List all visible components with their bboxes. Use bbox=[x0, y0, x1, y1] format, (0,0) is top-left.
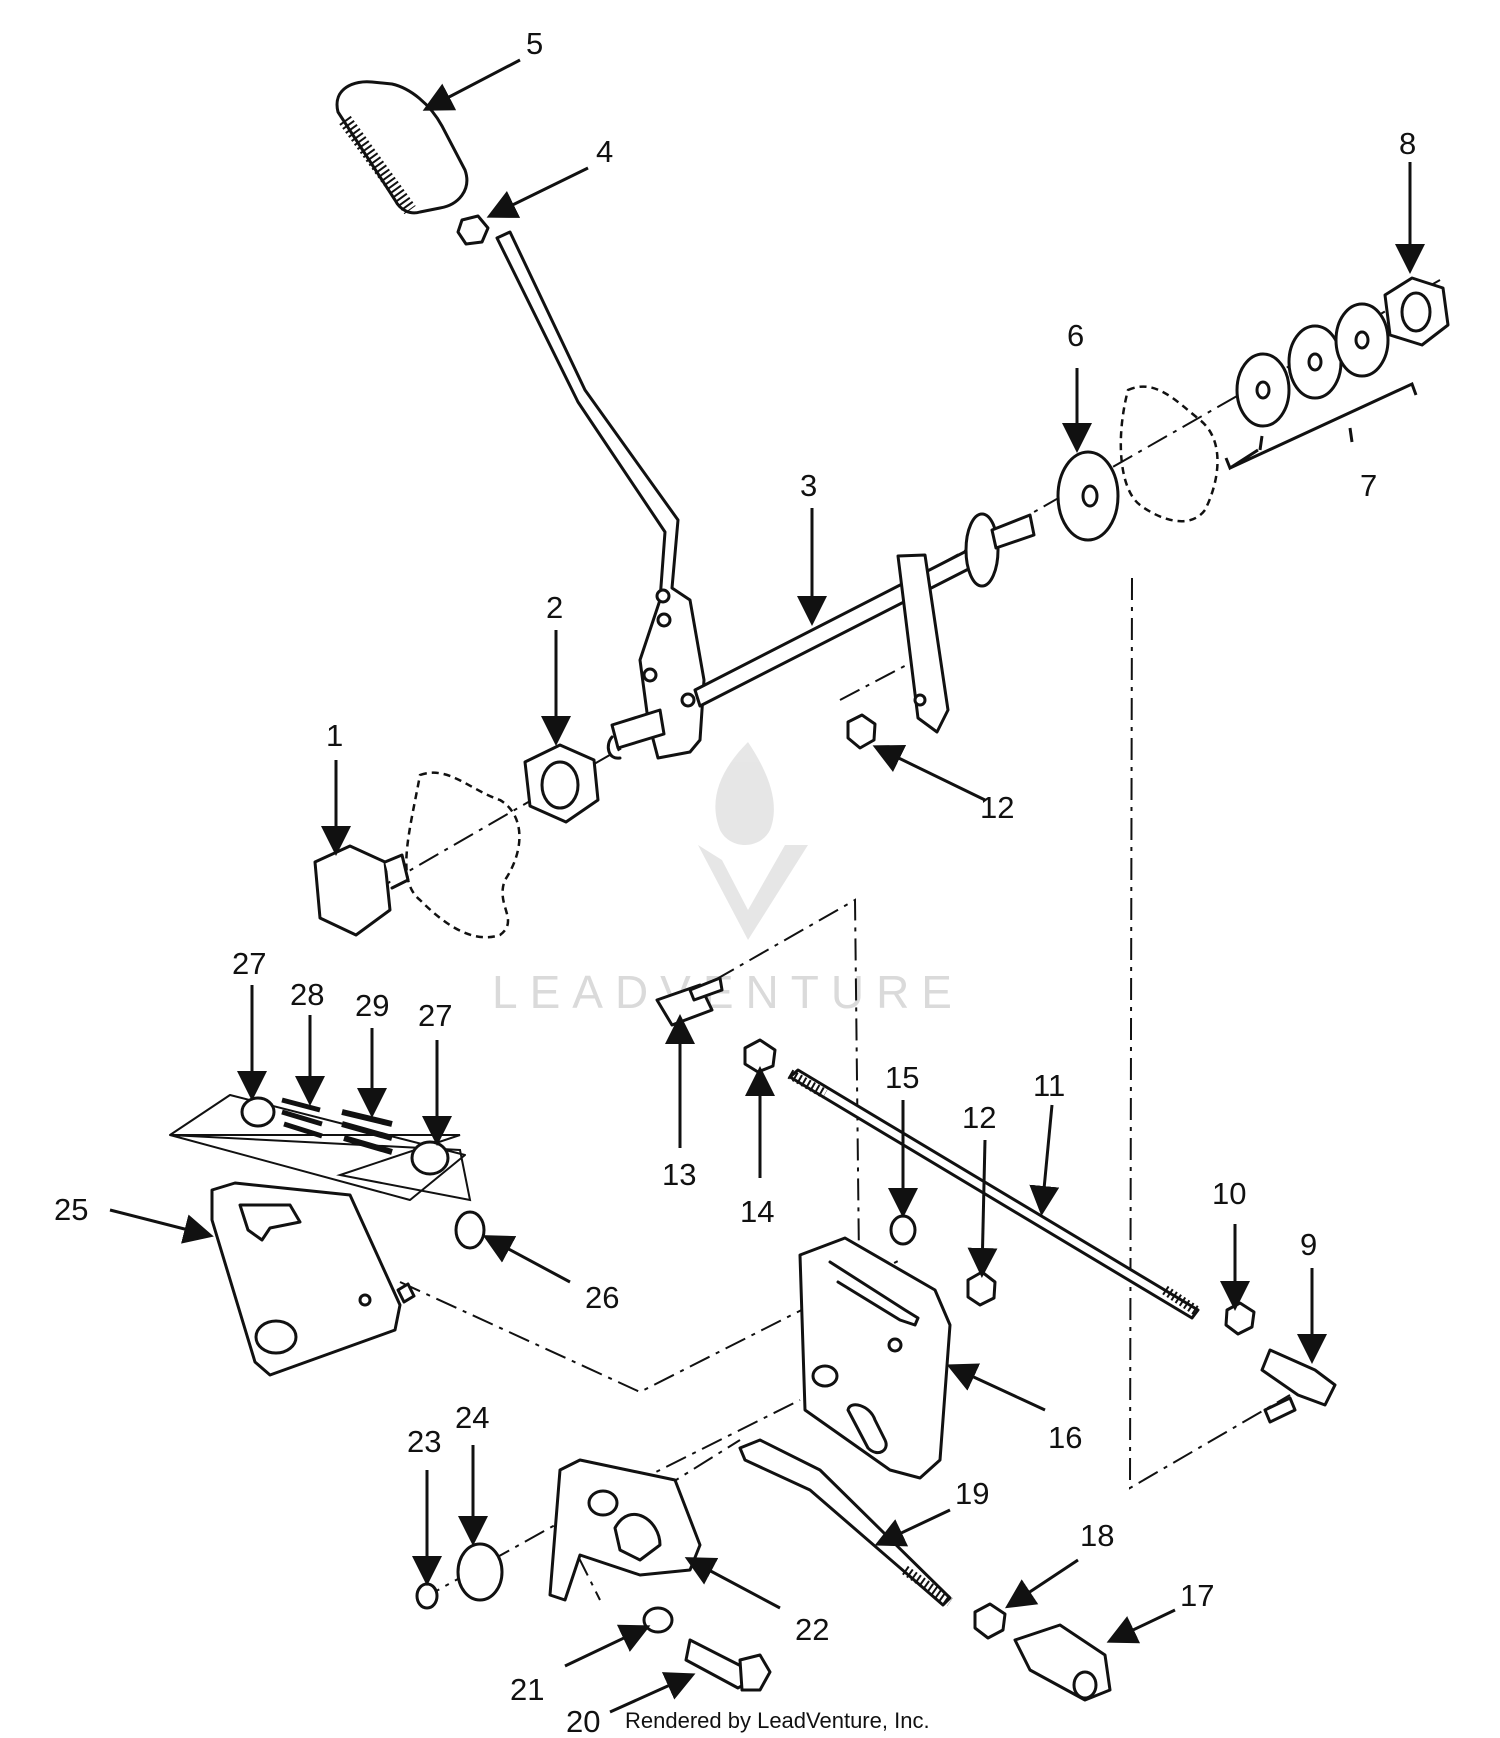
callout-9: 9 bbox=[1300, 1227, 1317, 1262]
callout-4: 4 bbox=[596, 134, 613, 169]
callout-27-right: 27 bbox=[418, 998, 452, 1033]
callout-16: 16 bbox=[1048, 1420, 1082, 1455]
callout-24: 24 bbox=[455, 1400, 489, 1435]
callout-12-upper: 12 bbox=[980, 790, 1014, 825]
part-nut-12-lower bbox=[966, 1270, 997, 1307]
callout-15: 15 bbox=[885, 1060, 919, 1095]
part-washers-7 bbox=[1235, 302, 1390, 428]
callout-14: 14 bbox=[740, 1194, 774, 1229]
callout-21: 21 bbox=[510, 1672, 544, 1707]
callout-26: 26 bbox=[585, 1280, 619, 1315]
part-nut-2 bbox=[523, 743, 600, 824]
callout-2: 2 bbox=[546, 590, 563, 625]
callout-20: 20 bbox=[566, 1704, 600, 1738]
part-rod-11 bbox=[787, 1068, 1201, 1320]
callout-6: 6 bbox=[1067, 318, 1084, 353]
callout-10: 10 bbox=[1212, 1176, 1246, 1211]
callout-25: 25 bbox=[54, 1192, 88, 1227]
callout-22: 22 bbox=[795, 1612, 829, 1647]
callout-7: 7 bbox=[1360, 468, 1377, 503]
callout-3: 3 bbox=[800, 468, 817, 503]
part-rod-19 bbox=[738, 1438, 953, 1607]
callout-13: 13 bbox=[662, 1157, 696, 1192]
part-nut-10 bbox=[1224, 1301, 1256, 1336]
callout-labels: 1 2 3 4 5 6 7 8 9 10 11 12 12 13 14 15 1… bbox=[54, 26, 1416, 1738]
part-nut-14 bbox=[743, 1038, 777, 1074]
watermark-text: LEADVENTURE bbox=[492, 966, 964, 1018]
callout-23: 23 bbox=[407, 1424, 441, 1459]
part-shift-lever bbox=[495, 230, 706, 760]
callout-11: 11 bbox=[1033, 1068, 1065, 1103]
callout-12-lower: 12 bbox=[962, 1100, 996, 1135]
part-nut-18 bbox=[973, 1602, 1007, 1640]
watermark-v-icon bbox=[698, 845, 808, 940]
callout-29: 29 bbox=[355, 988, 389, 1023]
watermark: LEADVENTURE bbox=[492, 742, 964, 1018]
leader-lines bbox=[109, 58, 1425, 1714]
part-clip-15 bbox=[889, 1214, 917, 1246]
callout-5: 5 bbox=[526, 26, 543, 61]
part-washer-21 bbox=[642, 1606, 674, 1634]
part-bolt-20 bbox=[684, 1638, 772, 1692]
part-clip-26 bbox=[454, 1210, 486, 1250]
part-clip-23 bbox=[415, 1582, 439, 1610]
callout-17: 17 bbox=[1180, 1578, 1214, 1613]
callout-18: 18 bbox=[1080, 1518, 1114, 1553]
callout-28: 28 bbox=[290, 977, 324, 1012]
part-jam-nut-4 bbox=[456, 214, 490, 246]
callout-19: 19 bbox=[955, 1476, 989, 1511]
part-washer-24 bbox=[456, 1542, 504, 1602]
part-clevis-9 bbox=[1260, 1348, 1337, 1424]
part-washer-6 bbox=[1056, 450, 1120, 542]
part-detent-plate-25 bbox=[210, 1181, 416, 1377]
part-shift-plate-16 bbox=[798, 1236, 952, 1480]
part-gate-plate-22 bbox=[548, 1458, 702, 1602]
part-shaft-3 bbox=[693, 512, 1036, 734]
callout-1: 1 bbox=[326, 718, 343, 753]
part-handle-grip bbox=[335, 80, 469, 215]
part-rod-end-17 bbox=[1013, 1623, 1112, 1702]
credit-line: Rendered by LeadVenture, Inc. bbox=[625, 1708, 930, 1733]
ghost-plate-right bbox=[1119, 385, 1219, 523]
ghost-plate-left bbox=[405, 771, 521, 939]
part-bolt-1 bbox=[313, 844, 410, 937]
part-detent-springs bbox=[169, 1094, 466, 1201]
watermark-flame-icon bbox=[715, 742, 774, 845]
callout-27-left: 27 bbox=[232, 946, 266, 981]
part-nut-12-upper bbox=[846, 713, 877, 750]
part-nut-8 bbox=[1383, 276, 1450, 347]
callout-8: 8 bbox=[1399, 126, 1416, 161]
